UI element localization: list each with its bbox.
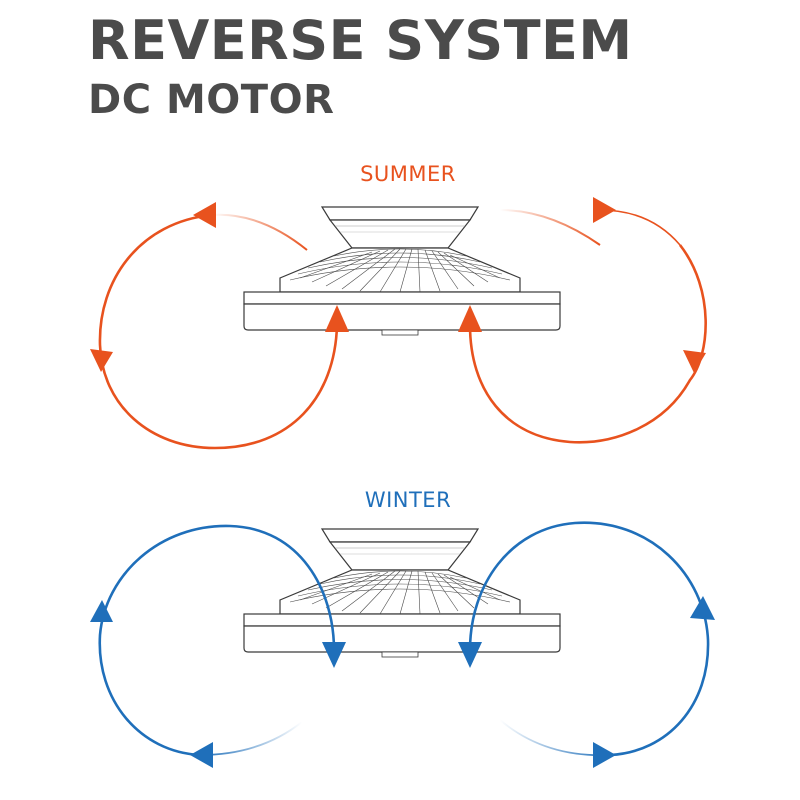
arrow-icon bbox=[593, 197, 616, 223]
arrow-icon bbox=[458, 305, 482, 332]
arrow-icon bbox=[593, 742, 616, 768]
arrow-icon bbox=[458, 642, 482, 668]
summer-right-loop bbox=[458, 197, 707, 444]
winter-right-loop bbox=[458, 521, 715, 768]
summer-fan-icon bbox=[243, 206, 561, 336]
page-subtitle: DC MOTOR bbox=[88, 77, 335, 123]
arrow-icon bbox=[90, 349, 113, 372]
arrow-icon bbox=[190, 742, 213, 768]
arrow-icon bbox=[690, 596, 715, 620]
arrow-icon bbox=[193, 202, 216, 228]
arrow-icon bbox=[683, 350, 706, 373]
arrow-icon bbox=[325, 305, 349, 332]
summer-label: SUMMER bbox=[360, 162, 456, 186]
page-title: REVERSE SYSTEM bbox=[88, 9, 633, 72]
winter-label: WINTER bbox=[364, 488, 452, 512]
summer-left-loop bbox=[90, 202, 349, 450]
arrow-icon bbox=[90, 600, 113, 622]
arrow-icon bbox=[322, 642, 346, 668]
winter-left-loop bbox=[90, 524, 346, 768]
